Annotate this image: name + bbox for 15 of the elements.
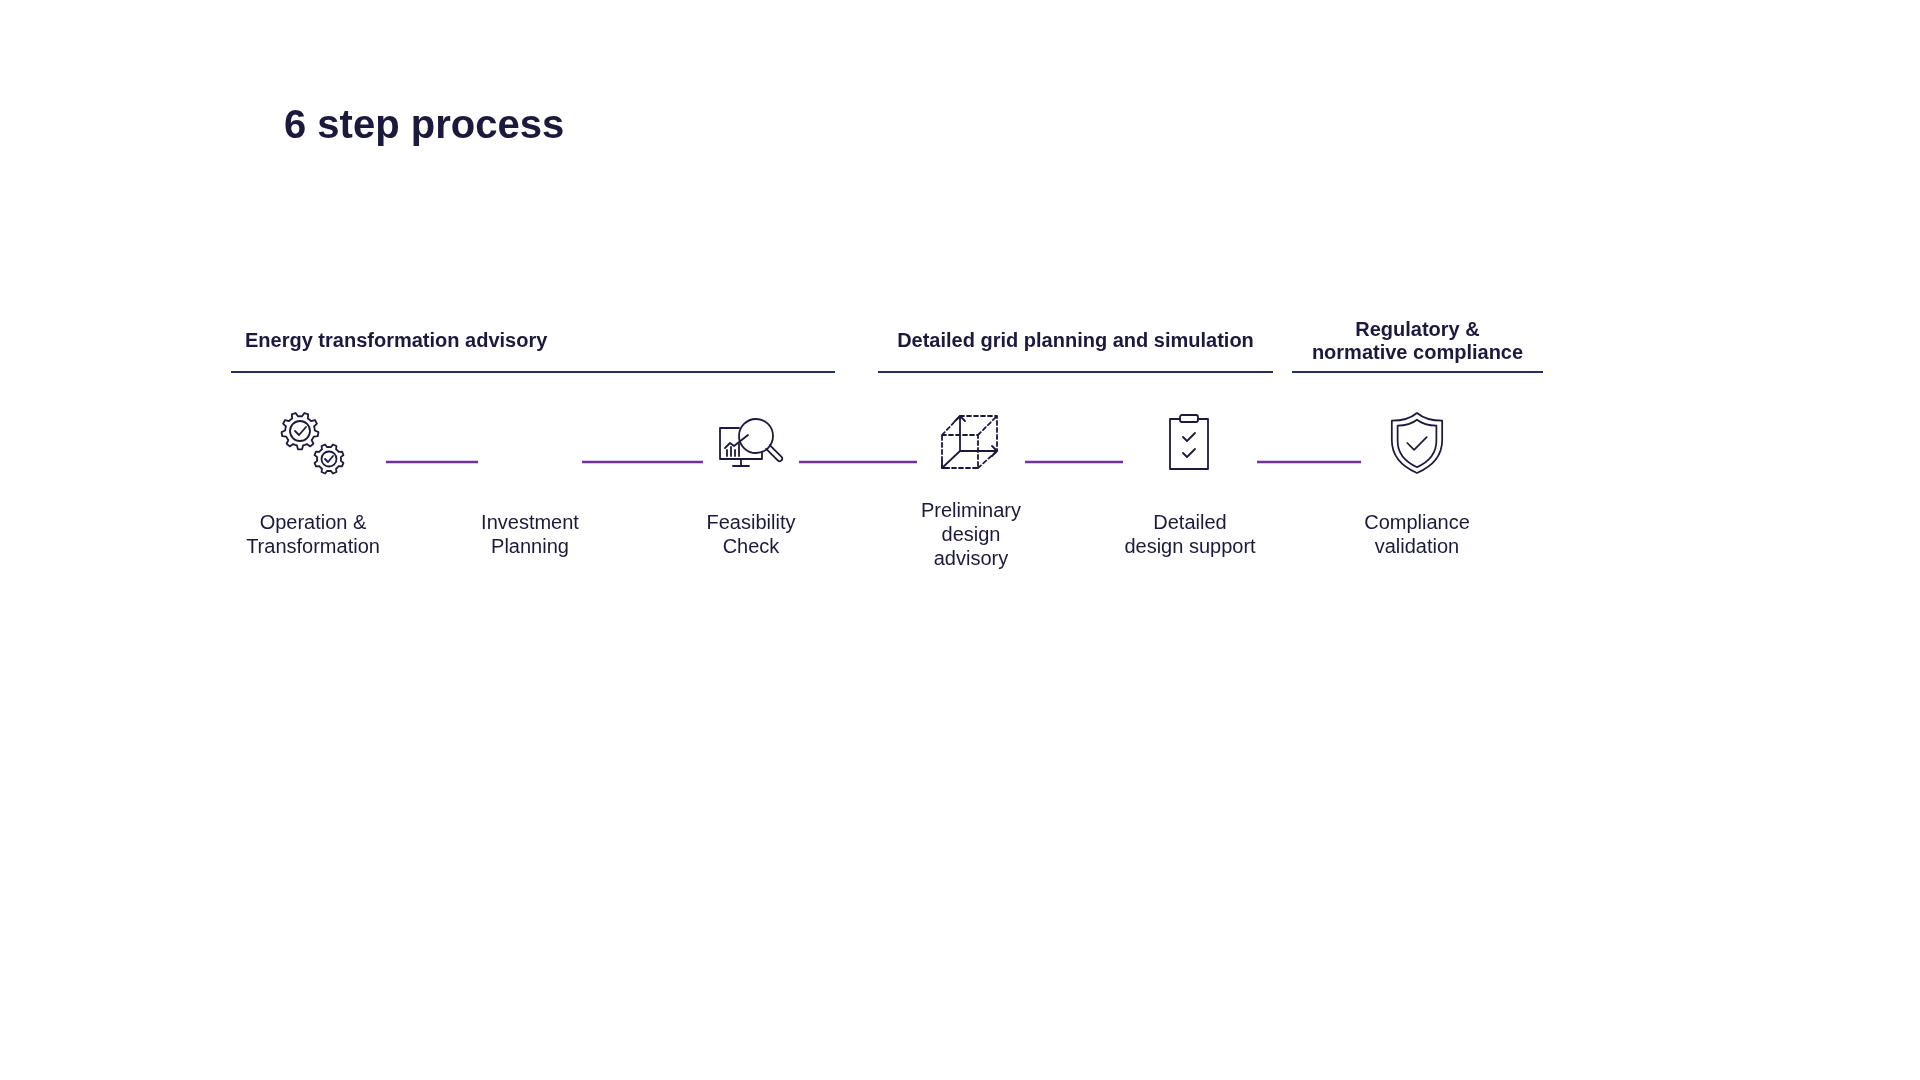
step-label: Preliminary design advisory [920,497,1022,570]
step-label: Investment Planning [480,509,580,558]
step-label: Detailed design support [1123,509,1257,558]
connector-line [1257,460,1361,464]
group-heading: Energy transformation advisory [231,310,835,373]
connector-line [799,460,917,464]
connector-line [582,460,703,464]
group-heading: Regulatory & normative compliance [1292,310,1543,373]
page-title: 6 step process [284,101,565,148]
group-heading: Detailed grid planning and simulation [878,310,1273,373]
step-label: Operation & Transformation [245,509,381,558]
step-label: Compliance validation [1363,509,1471,558]
step-label: Feasibility Check [705,509,797,558]
connector-line [1025,460,1123,464]
connector-line [386,460,478,464]
